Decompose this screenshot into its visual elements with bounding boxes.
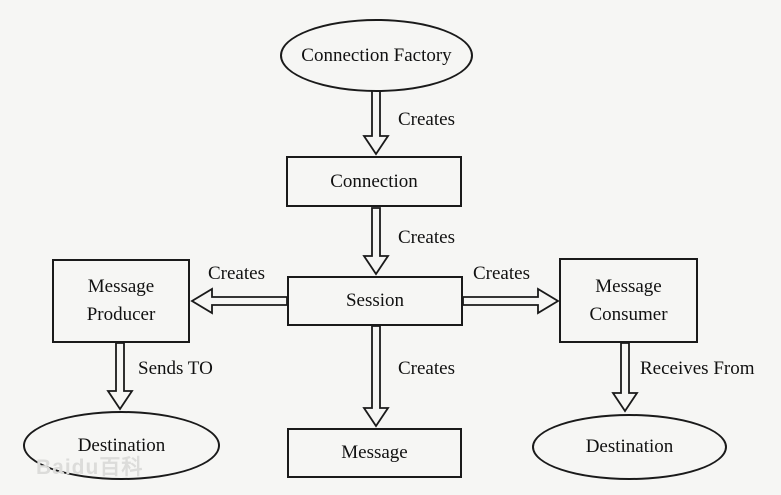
node-connection-label: Connection	[330, 170, 418, 192]
node-message-consumer: Message Consumer	[559, 258, 698, 343]
edge-label-session-creates-message: Creates	[398, 358, 455, 379]
arrow-producer-to-destination	[106, 342, 134, 411]
node-destination-right-label: Destination	[585, 436, 674, 458]
arrow-connection-to-session	[362, 207, 390, 276]
node-message: Message	[287, 428, 462, 478]
arrow-factory-to-connection	[362, 89, 390, 156]
node-message-producer-label: Message Producer	[86, 276, 156, 325]
baidu-baike-watermark: Baidu百科	[36, 456, 144, 479]
edge-label-sends-to: Sends TO	[138, 358, 213, 379]
node-connection-factory: Connection Factory	[280, 19, 473, 92]
node-session-label: Session	[345, 290, 405, 312]
edge-label-session-creates-consumer: Creates	[473, 263, 530, 284]
node-message-producer: Message Producer	[52, 259, 190, 343]
node-connection: Connection	[286, 156, 462, 207]
node-message-consumer-label: Message Consumer	[589, 275, 668, 325]
node-destination-left: Destination	[23, 411, 220, 480]
edge-label-connection-creates: Creates	[398, 227, 455, 248]
edge-label-session-creates-producer: Creates	[208, 263, 265, 284]
node-destination-left-label: Destination	[77, 434, 166, 456]
edge-label-factory-creates: Creates	[398, 109, 455, 130]
node-message-label: Message	[341, 442, 408, 464]
arrow-session-to-consumer	[462, 287, 560, 315]
arrow-consumer-to-destination	[611, 342, 639, 413]
arrow-session-to-producer	[190, 287, 288, 315]
edge-label-receives-from: Receives From	[640, 358, 755, 379]
node-session: Session	[287, 276, 463, 326]
node-destination-right: Destination	[532, 414, 727, 480]
arrow-session-to-message	[362, 325, 390, 428]
node-connection-factory-label: Connection Factory	[301, 44, 452, 66]
